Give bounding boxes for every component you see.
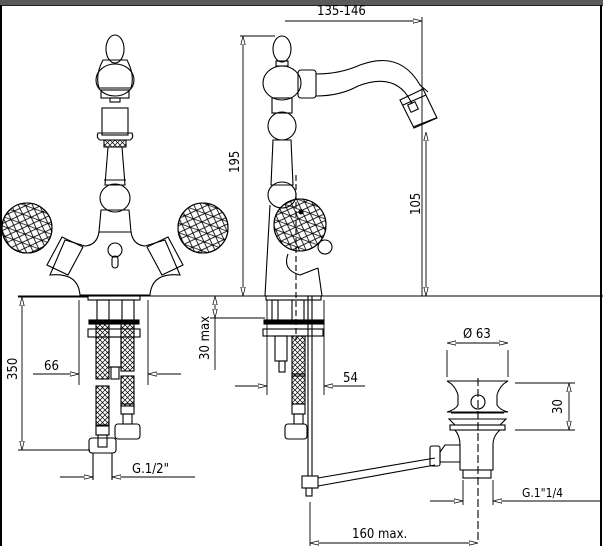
dim-waste-thread: G.1"1/4 — [522, 486, 563, 500]
dim-supply-thread: G.1/2" — [132, 462, 169, 477]
dim-spout-height: 105 — [409, 193, 424, 215]
frame-left-border — [0, 5, 2, 546]
waste-view — [429, 378, 509, 540]
front-view — [1, 34, 603, 480]
dimension-lines — [18, 17, 600, 546]
dim-waste-diameter: Ø 63 — [463, 327, 491, 342]
frame-right-border — [600, 5, 602, 546]
dim-rod-reach: 160 max. — [352, 527, 407, 542]
dim-side-width: 54 — [343, 371, 358, 386]
dim-front-width: 66 — [44, 359, 59, 374]
frame-top-border — [0, 0, 603, 6]
dim-total-height: 195 — [228, 151, 243, 173]
dim-spout-reach: 135-146 — [317, 4, 366, 19]
dim-max-deck: 30 max — [198, 316, 213, 360]
side-view — [262, 35, 438, 497]
dim-waste-height: 30 — [551, 399, 566, 414]
dim-hose-length: 350 — [6, 358, 21, 380]
